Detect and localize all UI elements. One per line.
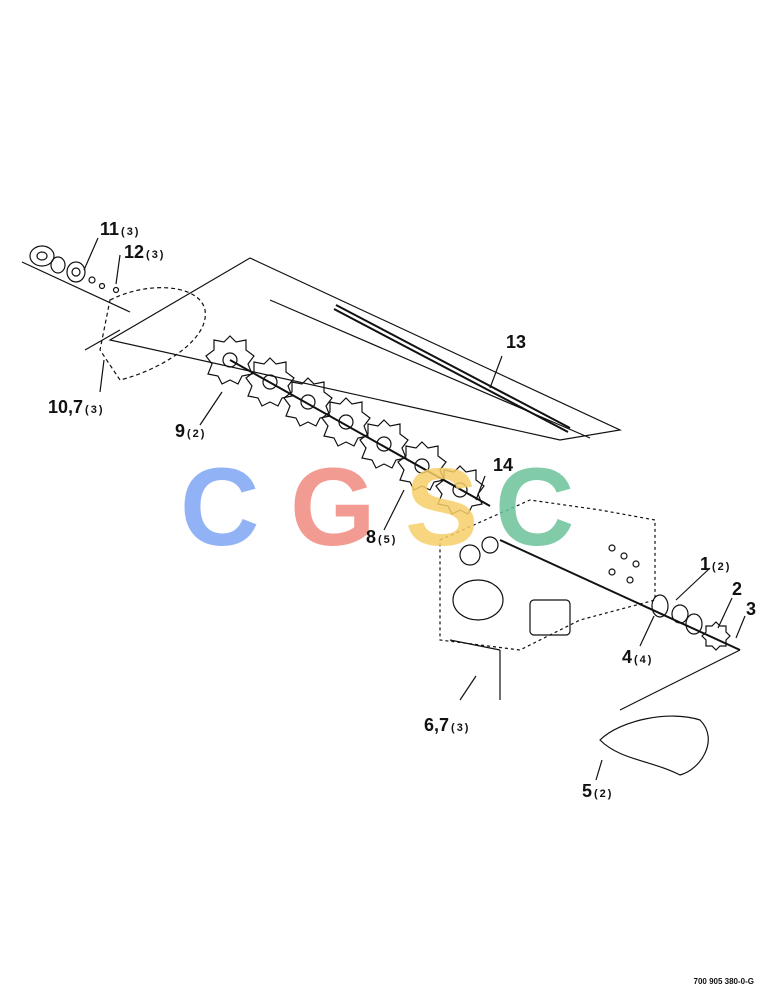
- left-housing: [99, 287, 206, 381]
- callout-9: 9(2): [175, 422, 206, 441]
- drive-shield: [599, 649, 741, 776]
- callout-quantity: (3): [121, 226, 141, 238]
- callout-11: 11(3): [100, 220, 140, 239]
- callout-10-7: 10,7(3): [48, 398, 105, 417]
- callout-quantity: (4): [634, 654, 654, 666]
- callout-8: 8(5): [366, 528, 397, 547]
- callout-14: 14: [493, 456, 515, 475]
- leader-lines: [83, 237, 746, 781]
- callout-number: 12: [124, 242, 145, 262]
- callout-number: 1: [700, 554, 711, 574]
- callout-quantity: (3): [451, 722, 471, 734]
- sprocket-row: [205, 335, 491, 515]
- callout-number: 13: [506, 332, 527, 352]
- callout-number: 4: [622, 647, 633, 667]
- callout-quantity: (2): [187, 428, 207, 440]
- callout-number: 11: [100, 219, 120, 239]
- callout-13: 13: [506, 333, 528, 352]
- callout-number: 3: [746, 599, 757, 619]
- callout-2: 2: [732, 580, 744, 599]
- callout-quantity: (3): [146, 249, 166, 261]
- watermark-letter: G: [290, 446, 376, 569]
- callout-12: 12(3): [124, 243, 165, 262]
- callout-number: 8: [366, 527, 377, 547]
- callout-number: 10,7: [48, 397, 84, 417]
- callout-quantity: (3): [85, 404, 105, 416]
- left-bearing-assembly: [21, 245, 131, 313]
- callout-number: 5: [582, 781, 593, 801]
- watermark-letter: C: [495, 446, 574, 569]
- callout-quantity: (2): [594, 788, 614, 800]
- callout-1: 1(2): [700, 555, 731, 574]
- callout-4: 4(4): [622, 648, 653, 667]
- callout-number: 14: [493, 455, 514, 475]
- shaft-part-13: [333, 304, 571, 433]
- right-bearing-assembly: [499, 539, 741, 651]
- callout-3: 3: [746, 600, 758, 619]
- drawing-part-number: 700 905 380-0-G: [693, 977, 755, 986]
- watermark-letter: C: [180, 446, 259, 569]
- guide-line-upper: [108, 257, 623, 441]
- watermark: C G S C: [180, 446, 574, 569]
- callout-quantity: (5): [378, 534, 398, 546]
- right-frame: [439, 499, 656, 700]
- watermark-letter: S: [405, 446, 478, 569]
- callout-quantity: (2): [712, 561, 732, 573]
- guide-line-lower: [84, 299, 591, 439]
- callout-6-7: 6,7(3): [424, 716, 470, 735]
- callout-number: 2: [732, 579, 743, 599]
- callout-5: 5(2): [582, 782, 613, 801]
- callout-number: 9: [175, 421, 186, 441]
- callout-number: 6,7: [424, 715, 450, 735]
